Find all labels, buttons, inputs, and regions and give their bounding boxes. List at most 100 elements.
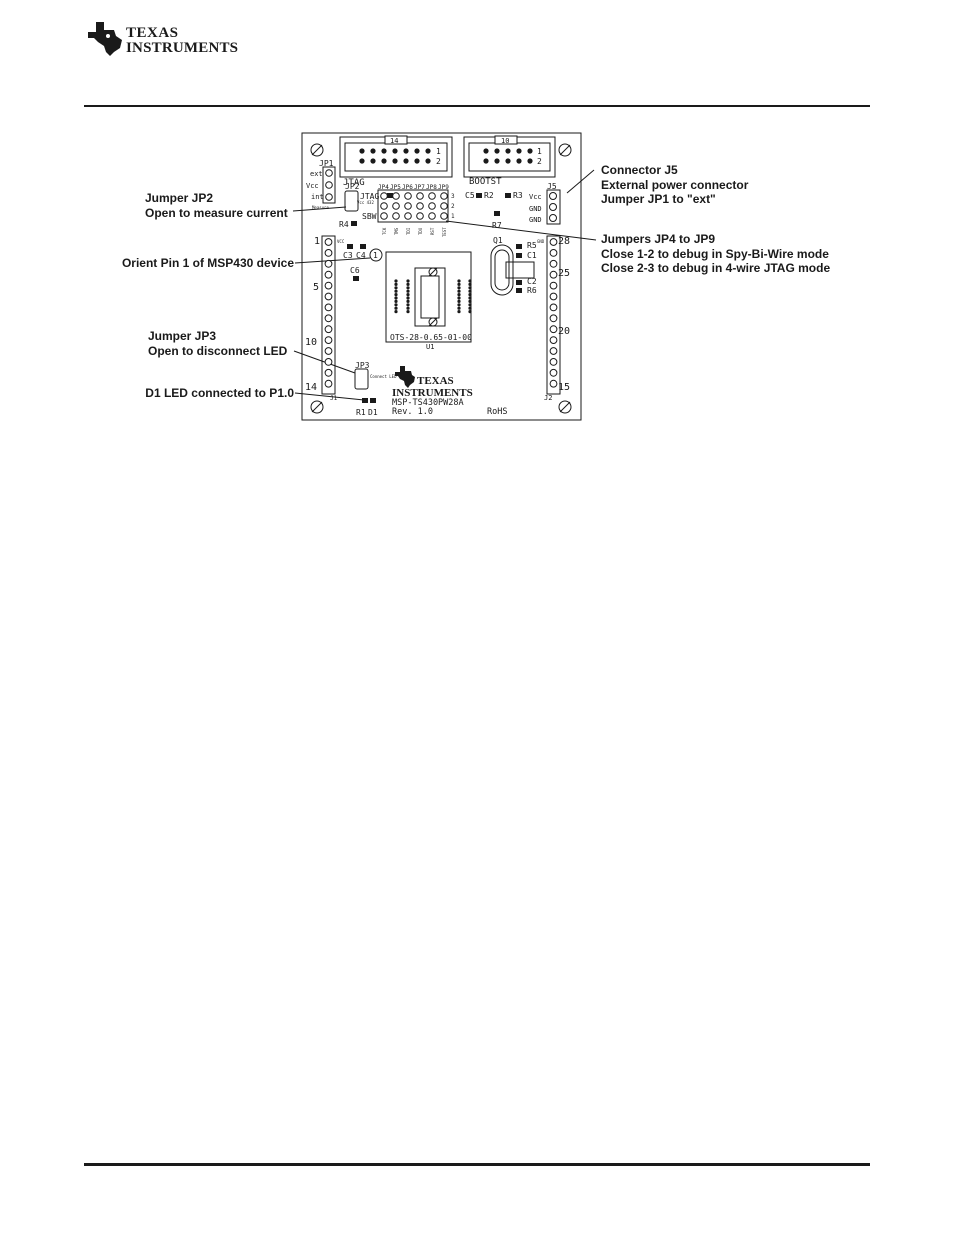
socket-pin [468, 286, 472, 290]
r6-label: R6 [527, 286, 537, 295]
j2-num-15: 15 [558, 382, 570, 393]
j1-header-pin [324, 314, 333, 323]
leader-pin1 [294, 257, 371, 264]
socket-pin [406, 306, 410, 310]
socket-pin [406, 282, 410, 286]
bootst-pin [494, 158, 500, 164]
j2-pins [549, 238, 558, 388]
jtag-pin2-label: 2 [436, 157, 441, 166]
j2-header-pin [549, 249, 558, 257]
smd-pad [505, 193, 511, 198]
socket-ref: U1 [426, 343, 434, 351]
j1-pins [324, 238, 333, 388]
r5-label: R5 [527, 241, 537, 250]
c6-label: C6 [350, 266, 360, 275]
j2-header-pin [549, 238, 558, 246]
jp-group-pin [440, 212, 448, 220]
jp3-jumper [354, 368, 369, 390]
smd-pad [362, 398, 368, 403]
socket-pin [394, 282, 398, 286]
smd-pad [387, 193, 393, 198]
jp1-int: int [311, 193, 324, 201]
board-rohs: RoHS [487, 407, 507, 417]
texas-instruments-logo: TEXAS INSTRUMENTS [88, 22, 238, 56]
socket-part-number: OTS-28-0.65-01-00 [390, 333, 472, 342]
socket-pin [457, 293, 461, 297]
j1-header-pin [324, 379, 333, 388]
jp-group-pin [404, 192, 412, 200]
gnd-label: GND [537, 239, 545, 244]
signal-tck: TCK [382, 227, 387, 235]
board-name: MSP-TS430PW28A [392, 398, 464, 408]
socket-pin [457, 296, 461, 300]
header-rule [84, 105, 870, 107]
jp2-jumper [344, 190, 359, 212]
j2-header-pin [549, 292, 558, 301]
smd-pad [476, 193, 482, 198]
j5-connector [546, 189, 561, 225]
vcc-label: VCC [337, 239, 345, 244]
jtag-pin [392, 148, 398, 154]
jp-group-pin [440, 202, 448, 210]
bootst-pin [505, 158, 511, 164]
header-j1 [321, 235, 336, 395]
smd-pad [494, 211, 500, 216]
j1-label: J1 [330, 395, 338, 402]
c2-label: C2 [527, 277, 537, 286]
c5-label: C5 [465, 191, 475, 200]
j5-gnd2: GND [529, 216, 542, 224]
jp1-pin [325, 181, 333, 189]
j2-num-20: 20 [558, 326, 570, 337]
socket-pin [406, 299, 410, 303]
bootst-pin [516, 148, 522, 154]
j5-vcc: Vcc [529, 193, 542, 201]
socket-pins [394, 279, 472, 314]
bootst-pin-grid [483, 148, 533, 164]
jtag-pin [425, 158, 431, 164]
callout-d1-led: D1 LED connected to P1.0 [145, 386, 294, 400]
socket-pin [406, 293, 410, 297]
header-j2 [546, 235, 561, 395]
c3-label: C3 [343, 251, 353, 260]
j1-num-1: 1 [314, 236, 320, 247]
jtag-pin [359, 158, 365, 164]
jtag-connector-name: JTAG [343, 178, 365, 188]
socket-pin [394, 293, 398, 297]
jtag-pin [414, 158, 420, 164]
socket-pin [468, 279, 472, 283]
smd-pad [360, 244, 366, 249]
socket-pin [394, 286, 398, 290]
pin1-marker-circle [369, 248, 383, 262]
j1-header-pin [324, 292, 333, 301]
bootst-pin [494, 148, 500, 154]
jp5-label: JP5 [390, 184, 401, 191]
mounting-hole-top-right [558, 143, 572, 157]
j1-header-pin [324, 281, 333, 290]
c1-label: C1 [527, 251, 537, 260]
jp-group-pin [380, 212, 388, 220]
smd-pad [353, 276, 359, 281]
jp9-label: JP9 [438, 184, 449, 191]
r4-label: R4 [339, 220, 349, 229]
socket-pin [394, 299, 398, 303]
j1-num-5: 5 [313, 282, 319, 293]
socket-pin [406, 279, 410, 283]
jp1-pin [325, 169, 333, 177]
board-texas-state-icon [395, 366, 415, 388]
jp1-vcc: Vcc [306, 182, 319, 190]
board-logo-texas: TEXAS [417, 375, 454, 387]
jp-group-pin [428, 192, 436, 200]
j2-header-pin [549, 325, 558, 334]
jp1-pin [325, 193, 333, 201]
signal-tms: TMS [394, 227, 399, 235]
j1-header-pin [324, 325, 333, 334]
q1-label: Q1 [493, 236, 503, 245]
socket-pin [457, 299, 461, 303]
jp-row-1: 1 [451, 213, 455, 220]
logo-instruments-text: INSTRUMENTS [126, 40, 238, 56]
signal-tdo: TDO [418, 227, 423, 235]
j1-header-pin [324, 347, 333, 355]
mounting-hole-bottom-left [310, 400, 324, 414]
j2-num-28: 28 [558, 236, 570, 247]
smd-pad [516, 280, 522, 285]
